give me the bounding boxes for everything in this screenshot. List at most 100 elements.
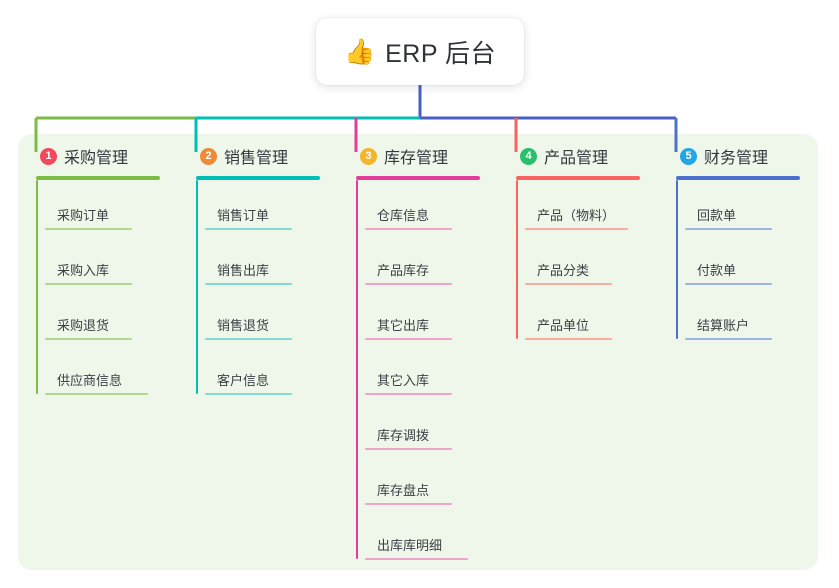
branch-item-label: 销售退货 xyxy=(217,318,270,333)
branch-item[interactable]: 产品分类 xyxy=(525,235,658,290)
branch-item-label: 客户信息 xyxy=(217,373,270,388)
branch-header-5[interactable]: 5 财务管理 xyxy=(676,143,818,169)
branch-item-underline xyxy=(205,338,292,340)
branch-header-2[interactable]: 2 销售管理 xyxy=(196,143,338,169)
branch-item-underline xyxy=(685,338,772,340)
branch-item[interactable]: 销售出库 xyxy=(205,235,338,290)
branch-item[interactable]: 采购退货 xyxy=(45,290,178,345)
branch-item-underline xyxy=(365,228,452,230)
branch-item-underline xyxy=(365,393,452,395)
branch-item-label: 采购订单 xyxy=(57,208,110,223)
branch-item[interactable]: 其它入库 xyxy=(365,345,498,400)
branch-spine xyxy=(196,180,198,394)
branch-spine xyxy=(36,180,38,394)
branch-number-badge: 1 xyxy=(40,147,57,165)
branch-item[interactable]: 采购订单 xyxy=(45,180,178,235)
branch-item-label: 回款单 xyxy=(697,208,737,223)
branch-item[interactable]: 客户信息 xyxy=(205,345,338,400)
branch-item-underline xyxy=(365,503,452,505)
branch-column-5: 5 财务管理回款单付款单结算账户 xyxy=(658,134,818,570)
branch-column-2: 2 销售管理销售订单销售出库销售退货客户信息 xyxy=(178,134,338,570)
branch-item-label: 结算账户 xyxy=(697,318,750,333)
branch-number-badge: 4 xyxy=(520,147,537,165)
branch-title: 财务管理 xyxy=(704,150,769,167)
root-node-title: ERP 后台 xyxy=(385,39,497,68)
branch-title: 产品管理 xyxy=(544,150,609,167)
branch-item-label: 仓库信息 xyxy=(377,208,430,223)
branch-title: 库存管理 xyxy=(384,150,449,167)
branch-item[interactable]: 产品库存 xyxy=(365,235,498,290)
branch-item-label: 销售订单 xyxy=(217,208,270,223)
branch-item-underline xyxy=(365,283,452,285)
branch-item-list: 产品（物料） 产品分类产品单位 xyxy=(516,180,658,345)
branch-header-1[interactable]: 1 采购管理 xyxy=(36,143,178,169)
branch-item[interactable]: 销售退货 xyxy=(205,290,338,345)
branch-item-label: 产品单位 xyxy=(537,318,590,333)
branch-number-badge: 5 xyxy=(680,147,697,165)
branch-item-underline xyxy=(45,393,148,395)
branch-item[interactable]: 供应商信息 xyxy=(45,345,178,400)
branch-item-underline xyxy=(685,228,772,230)
branch-header-3[interactable]: 3 库存管理 xyxy=(356,143,498,169)
branch-item-label: 产品（物料） xyxy=(537,208,616,223)
branch-item-underline xyxy=(365,448,452,450)
branch-item-label: 采购退货 xyxy=(57,318,110,333)
branch-item[interactable]: 采购入库 xyxy=(45,235,178,290)
branch-item[interactable]: 其它出库 xyxy=(365,290,498,345)
branch-item-label: 销售出库 xyxy=(217,263,270,278)
branch-item-underline xyxy=(205,228,292,230)
branch-title-underline xyxy=(676,176,800,180)
branch-item-underline xyxy=(525,283,612,285)
branch-column-1: 1 采购管理采购订单采购入库采购退货供应商信息 xyxy=(18,134,178,570)
branch-item-label: 其它出库 xyxy=(377,318,430,333)
thumbs-up-icon: 👍 xyxy=(343,38,376,66)
branch-item-underline xyxy=(365,558,468,560)
branch-item[interactable]: 结算账户 xyxy=(685,290,818,345)
branch-title-underline xyxy=(516,176,640,180)
branch-item-label: 库存盘点 xyxy=(377,483,430,498)
branch-item-list: 回款单付款单结算账户 xyxy=(676,180,818,345)
branch-spine xyxy=(676,180,678,339)
branch-item-underline xyxy=(525,228,628,230)
branch-number-badge: 3 xyxy=(360,147,377,165)
branch-item-list: 仓库信息产品库存其它出库其它入库库存调拨库存盘点出库库明细 xyxy=(356,180,498,565)
branch-title-underline xyxy=(196,176,320,180)
branch-number-badge: 2 xyxy=(200,147,217,165)
branch-column-3: 3 库存管理仓库信息产品库存其它出库其它入库库存调拨库存盘点出库库明细 xyxy=(338,134,498,570)
branch-item[interactable]: 付款单 xyxy=(685,235,818,290)
branch-item[interactable]: 产品单位 xyxy=(525,290,658,345)
branch-item-underline xyxy=(45,283,132,285)
branch-item[interactable]: 回款单 xyxy=(685,180,818,235)
branches-panel xyxy=(18,134,818,570)
branch-column-4: 4 产品管理产品（物料） 产品分类产品单位 xyxy=(498,134,658,570)
branch-item-label: 库存调拨 xyxy=(377,428,430,443)
branch-item-label: 产品分类 xyxy=(537,263,590,278)
branch-item-underline xyxy=(45,228,132,230)
root-node[interactable]: 👍 ERP 后台 xyxy=(316,18,524,85)
branch-title: 采购管理 xyxy=(64,150,129,167)
branch-item-underline xyxy=(365,338,452,340)
branch-item-label: 付款单 xyxy=(697,263,737,278)
branch-item-list: 采购订单采购入库采购退货供应商信息 xyxy=(36,180,178,400)
branch-item-label: 产品库存 xyxy=(377,263,430,278)
branch-item[interactable]: 出库库明细 xyxy=(365,510,498,565)
branch-item-label: 采购入库 xyxy=(57,263,110,278)
branch-item[interactable]: 仓库信息 xyxy=(365,180,498,235)
branch-item-underline xyxy=(685,283,772,285)
branch-item[interactable]: 产品（物料） xyxy=(525,180,658,235)
branch-spine xyxy=(356,180,358,559)
branch-item-underline xyxy=(525,338,612,340)
branch-item[interactable]: 库存调拨 xyxy=(365,400,498,455)
branch-spine xyxy=(516,180,518,339)
branch-item-label: 其它入库 xyxy=(377,373,430,388)
branch-item[interactable]: 销售订单 xyxy=(205,180,338,235)
branch-item[interactable]: 库存盘点 xyxy=(365,455,498,510)
branch-item-label: 供应商信息 xyxy=(57,373,123,388)
branch-title: 销售管理 xyxy=(224,150,289,167)
branch-header-4[interactable]: 4 产品管理 xyxy=(516,143,658,169)
branch-title-underline xyxy=(356,176,480,180)
branch-item-label: 出库库明细 xyxy=(377,538,443,553)
branch-item-underline xyxy=(205,393,292,395)
branch-item-underline xyxy=(45,338,132,340)
